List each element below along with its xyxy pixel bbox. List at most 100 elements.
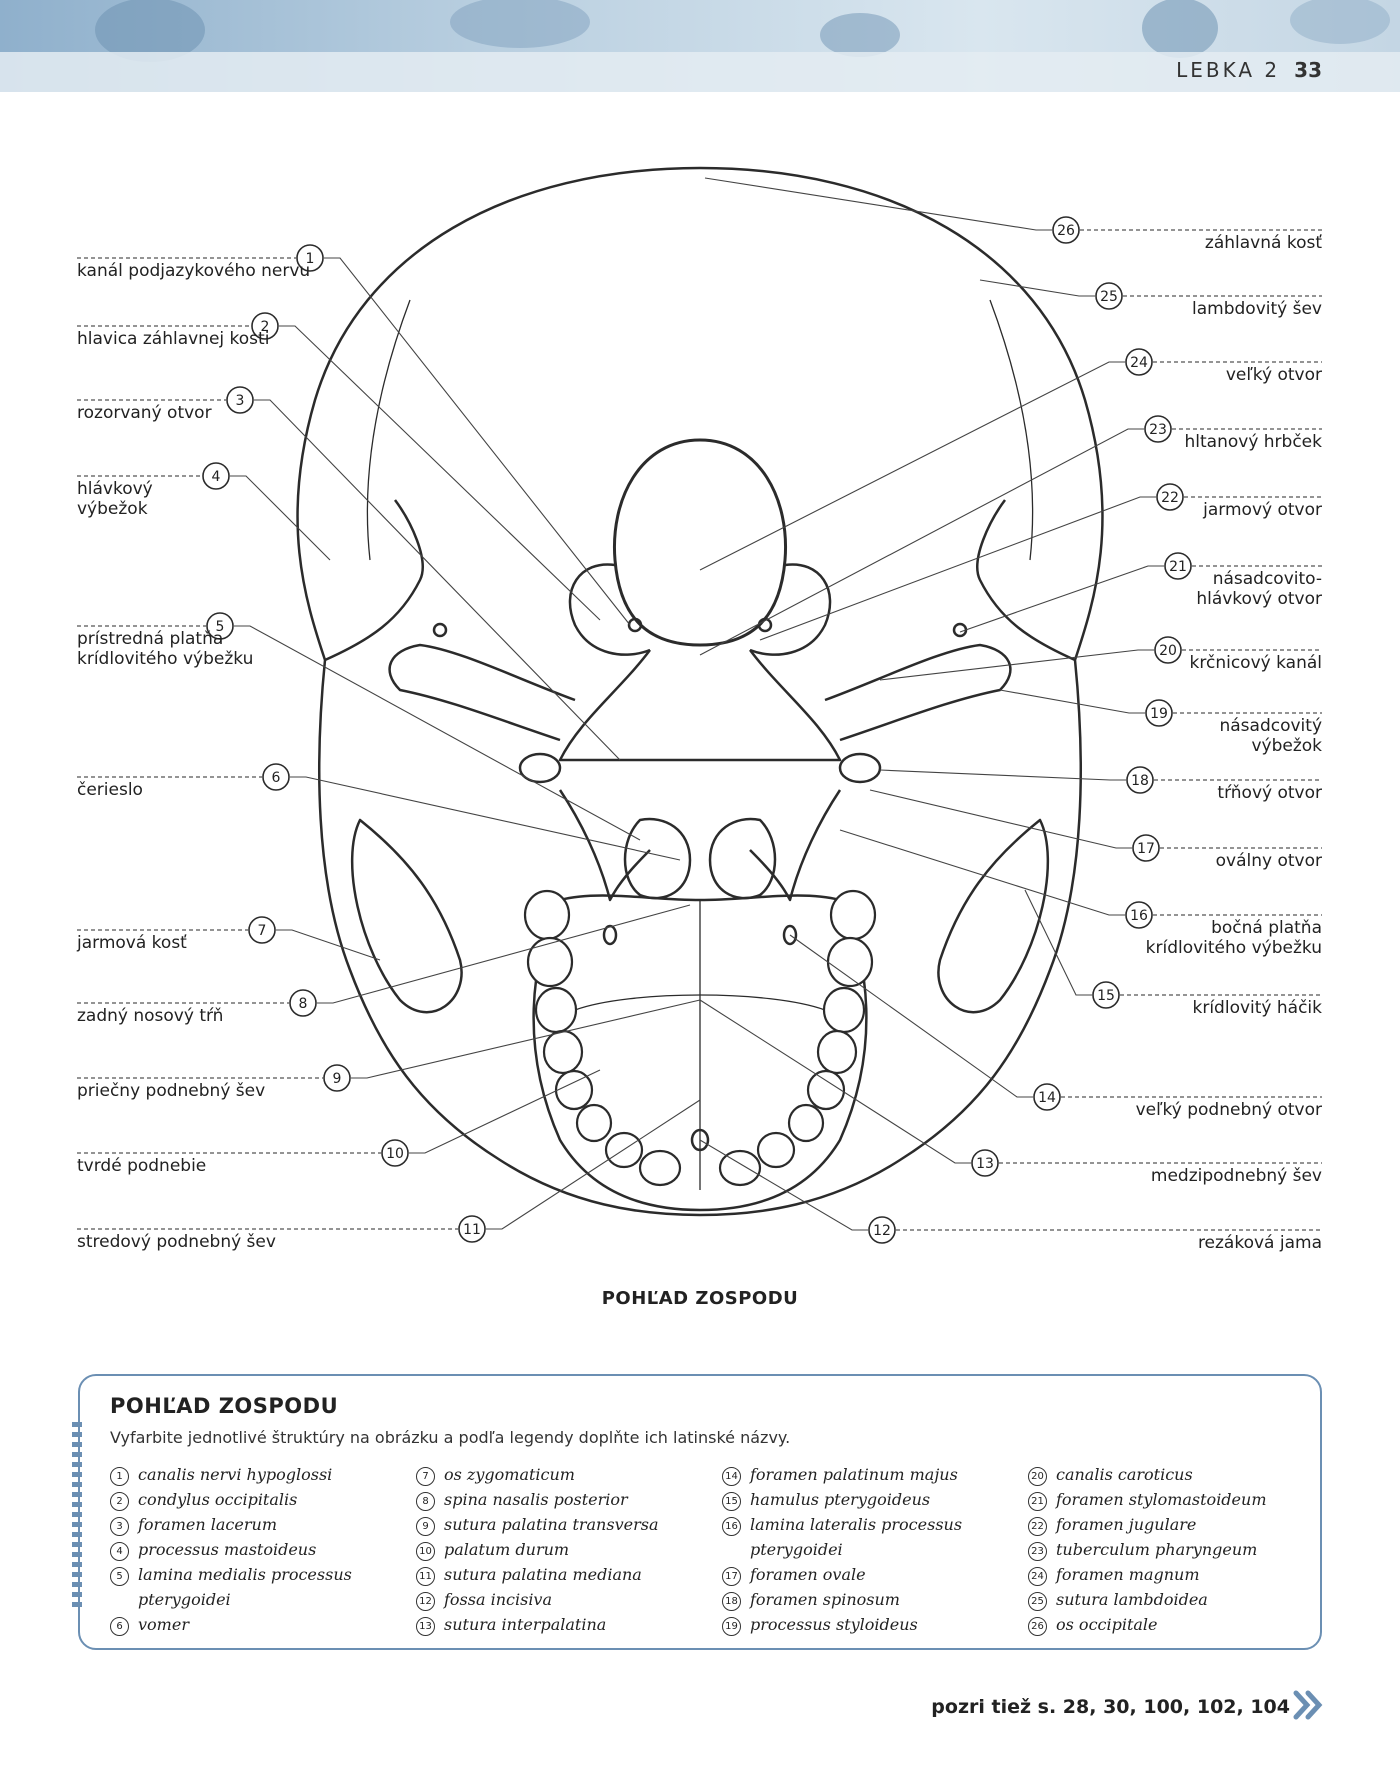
tooth-left-5 xyxy=(554,1069,594,1111)
label-9: priečny podnebný šev xyxy=(77,1081,266,1101)
legend-item-number: 19 xyxy=(722,1617,741,1636)
leader-line-1 xyxy=(324,257,631,626)
legend-item-number: 25 xyxy=(1028,1592,1047,1611)
see-also-footer[interactable]: pozri tiež s. 28, 30, 100, 102, 104 xyxy=(931,1696,1290,1718)
legend-item-number: 14 xyxy=(722,1467,741,1486)
label-15: krídlovitý háčik xyxy=(1192,998,1323,1018)
marker-circle-7 xyxy=(248,916,276,944)
legend-item-text: hamulus pterygoideus xyxy=(750,1490,931,1509)
legend-item-text: tuberculum pharyngeum xyxy=(1056,1540,1258,1559)
marker-number-7: 7 xyxy=(258,923,267,939)
legend-item-text: sutura interpalatina xyxy=(444,1615,607,1634)
legend-item-text: foramen jugulare xyxy=(1056,1515,1197,1534)
marker-circle-1 xyxy=(296,244,324,272)
legend-item-number: 13 xyxy=(416,1617,435,1636)
marker-circle-17 xyxy=(1132,834,1160,862)
marker-number-3: 3 xyxy=(236,393,245,409)
marker-circle-20 xyxy=(1154,636,1182,664)
tooth-left-2 xyxy=(526,936,574,988)
marker-number-25: 25 xyxy=(1100,289,1118,305)
legend-item-number: 26 xyxy=(1028,1617,1047,1636)
tooth-left-3 xyxy=(534,986,578,1034)
tooth-left-1 xyxy=(523,889,571,941)
marker-number-21: 21 xyxy=(1169,559,1187,575)
leader-line-3 xyxy=(254,399,621,761)
label-12: rezáková jama xyxy=(1197,1233,1322,1253)
marker-number-23: 23 xyxy=(1149,422,1167,438)
legend-item-number: 10 xyxy=(416,1542,435,1561)
legend-item-number: 1 xyxy=(110,1467,129,1486)
skull-outline xyxy=(296,166,1104,1217)
label-6: čerieslo xyxy=(77,780,143,800)
legend-item-number: 22 xyxy=(1028,1517,1047,1536)
legend-item-number: 8 xyxy=(416,1492,435,1511)
legend-item-number: 16 xyxy=(722,1517,741,1536)
marker-number-17: 17 xyxy=(1137,841,1155,857)
marker-circle-12 xyxy=(868,1216,896,1244)
tooth-right-4 xyxy=(816,1029,858,1075)
label-8: zadný nosový tŕň xyxy=(77,1006,224,1026)
mastoid-left xyxy=(324,499,424,662)
label-4: hlávkový výbežok xyxy=(77,479,153,519)
marker-circle-16 xyxy=(1125,901,1153,929)
leader-line-11 xyxy=(486,1099,701,1230)
leader-lines xyxy=(77,177,1322,1231)
legend-item-number: 23 xyxy=(1028,1542,1047,1561)
legend-item-number: 20 xyxy=(1028,1467,1047,1486)
zygomatic-arch-left xyxy=(350,818,463,1014)
tooth-left-8 xyxy=(638,1149,682,1187)
greater-palatine-foramen-left xyxy=(602,924,618,946)
legend-instruction: Vyfarbite jednotlivé štruktúry na obrázk… xyxy=(110,1428,791,1447)
legend-item-number: 21 xyxy=(1028,1492,1047,1511)
marker-number-24: 24 xyxy=(1130,355,1148,371)
stylomastoid-foramen-left xyxy=(432,622,448,638)
condyle-right xyxy=(749,563,832,656)
incisive-fossa-shape xyxy=(690,1128,710,1152)
label-10: tvrdé podnebie xyxy=(77,1156,207,1176)
label-3: rozorvaný otvor xyxy=(77,403,212,423)
label-26: záhlavná kosť xyxy=(1204,233,1322,253)
section-title: LEBKA 2 xyxy=(1176,58,1281,82)
legend-item-text: condylus occipitalis xyxy=(138,1490,298,1509)
double-chevron-right-icon[interactable] xyxy=(1293,1690,1325,1720)
header-banner xyxy=(0,0,1400,92)
marker-circle-25 xyxy=(1095,282,1123,310)
legend-item-text: foramen magnum xyxy=(1056,1565,1200,1584)
leader-line-15 xyxy=(1024,889,1092,996)
foramen-ovale-left xyxy=(518,752,562,784)
legend-item-text: pterygoidei xyxy=(138,1590,231,1609)
marker-number-18: 18 xyxy=(1131,773,1149,789)
legend-item-text: pterygoidei xyxy=(750,1540,843,1559)
legend-item-text: foramen lacerum xyxy=(138,1515,277,1534)
leader-line-20 xyxy=(879,649,1154,681)
marker-number-9: 9 xyxy=(333,1071,342,1087)
marker-number-26: 26 xyxy=(1057,223,1075,239)
legend-item-text: os zygomaticum xyxy=(444,1465,575,1484)
tooth-right-7 xyxy=(756,1131,796,1169)
leader-line-25 xyxy=(979,279,1095,297)
marker-number-16: 16 xyxy=(1130,908,1148,924)
marker-circle-6 xyxy=(262,763,290,791)
marker-circle-24 xyxy=(1125,348,1153,376)
legend-item-text: processus styloideus xyxy=(750,1615,918,1634)
legend-item-text: sutura palatina transversa xyxy=(444,1515,659,1534)
marker-number-10: 10 xyxy=(386,1146,404,1162)
legend-item: 19 processus styloideus xyxy=(722,1614,1022,1639)
marker-circle-21 xyxy=(1164,552,1192,580)
label-13: medzipodnebný šev xyxy=(1150,1166,1322,1186)
marker-circle-3 xyxy=(226,386,254,414)
legend-title: POHĽAD ZOSPODU xyxy=(110,1394,339,1418)
legend-item-text: vomer xyxy=(138,1615,189,1634)
marker-number-14: 14 xyxy=(1038,1090,1056,1106)
hypoglossal-canal-right xyxy=(757,617,773,633)
